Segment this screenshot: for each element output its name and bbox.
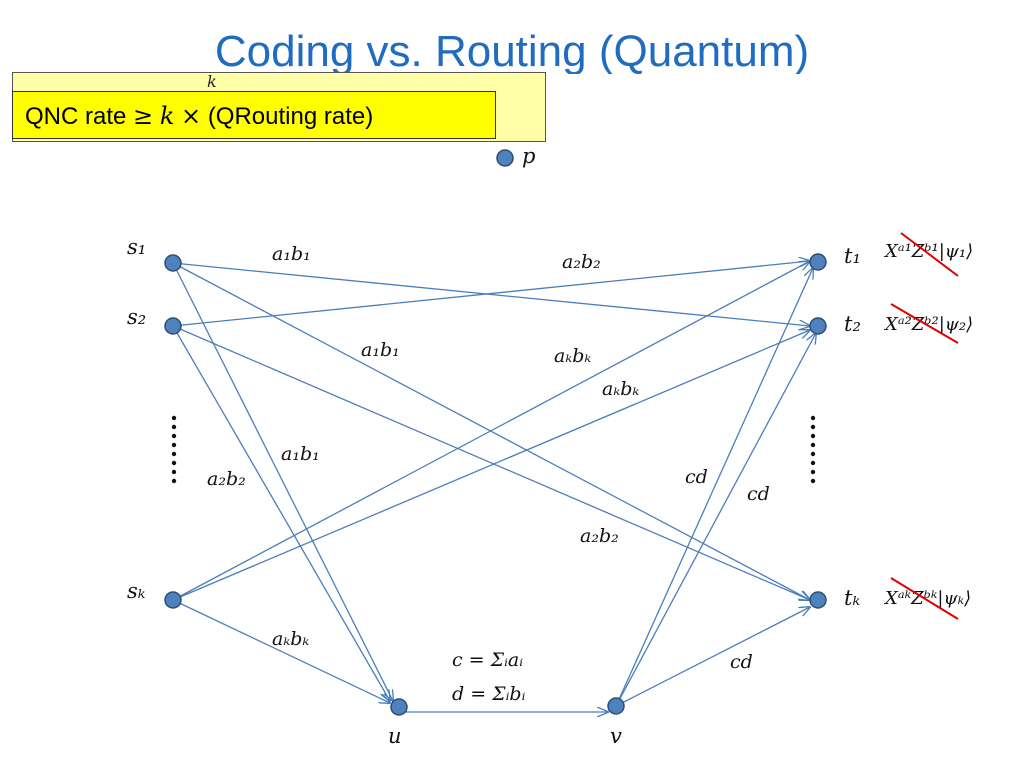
state-t1: Xᵃ¹Zᵇ¹|ψ₁⟩ [883, 241, 973, 262]
edge-sk-u [172, 599, 390, 703]
state-t1-z: Zᵇ¹|ψ₁⟩ [911, 241, 973, 262]
node-t1 [809, 253, 827, 271]
node-tk [809, 591, 827, 609]
edge-v-t1 [615, 268, 813, 707]
node-v [607, 697, 625, 715]
label-u: u [388, 724, 402, 748]
edge-label-s1-u: a₁b₁ [281, 443, 320, 465]
edge-label-s1-t2: a₁b₁ [272, 243, 311, 265]
edge-sk-t1 [172, 261, 810, 601]
strike-tk [890, 577, 959, 620]
node-p [496, 149, 514, 167]
node-sk [164, 591, 182, 609]
state-tk-x: Xᵃᵏ [883, 588, 912, 609]
label-tk: tₖ [844, 586, 860, 610]
edge-label-v-t2: cd [747, 483, 770, 505]
label-t1: t₁ [844, 244, 861, 268]
rate-box: QNC rate ≥ k × (QRouting rate) [12, 91, 496, 139]
geq-symbol: ≥ [133, 102, 154, 130]
uv-label-c: c = Σᵢaᵢ [452, 649, 523, 671]
edge-s1-t2 [172, 262, 810, 326]
state-t2-x: Xᵃ² [883, 314, 912, 335]
label-t2: t₂ [844, 312, 861, 336]
edge-label-s1-tk: a₁b₁ [361, 339, 400, 361]
label-sk: sₖ [127, 579, 146, 603]
state-t2: Xᵃ²Zᵇ²|ψ₂⟩ [883, 314, 973, 335]
node-t2 [809, 317, 827, 335]
edge-sk-t2 [172, 330, 810, 601]
edge-label-v-tk: cd [730, 651, 753, 673]
edge-s2-u [172, 325, 390, 701]
edge-label-sk-t1: aₖbₖ [554, 345, 591, 367]
edge-s1-u [172, 262, 393, 701]
state-tk: XᵃᵏZᵇᵏ|ψₖ⟩ [883, 588, 971, 609]
edge-label-sk-u: aₖbₖ [272, 628, 309, 650]
edge-label-s2-tk: a₂b₂ [580, 525, 619, 547]
edge-s2-tk [172, 325, 810, 600]
ellipsis-sources [171, 415, 177, 484]
state-tk-z: Zᵇᵏ|ψₖ⟩ [910, 588, 971, 609]
label-v: v [610, 724, 622, 748]
strike-t1 [900, 232, 959, 277]
edge-label-s2-u: a₂b₂ [207, 468, 246, 490]
rate-k: k [159, 102, 175, 130]
strike-t2 [890, 303, 959, 344]
state-t1-x: Xᵃ¹ [883, 241, 912, 262]
label-s2: s₂ [127, 305, 146, 329]
node-s2 [164, 317, 182, 335]
label-s1: s₁ [127, 235, 146, 259]
times-symbol: × [181, 102, 202, 130]
label-p: p [522, 144, 535, 168]
edge-label-v-t1: cd [685, 466, 708, 488]
edge-s2-t1 [172, 261, 810, 327]
edge-label-s2-t1: a₂b₂ [562, 251, 601, 273]
rate-box-back-label: k [207, 75, 217, 89]
uv-label-d: d = Σᵢbᵢ [452, 683, 526, 705]
rate-suffix: (QRouting rate) [207, 103, 374, 130]
edge-s1-tk [172, 262, 810, 600]
state-t2-z: Zᵇ²|ψ₂⟩ [911, 314, 973, 335]
edge-v-tk [615, 607, 810, 707]
ellipsis-targets [810, 415, 816, 484]
edge-v-t2 [615, 333, 816, 707]
node-u [390, 698, 408, 716]
slide-title: Coding vs. Routing (Quantum) [214, 27, 810, 74]
edge-label-sk-t2: aₖbₖ [602, 378, 639, 400]
rate-prefix: QNC rate [25, 103, 127, 130]
node-s1 [164, 254, 182, 272]
